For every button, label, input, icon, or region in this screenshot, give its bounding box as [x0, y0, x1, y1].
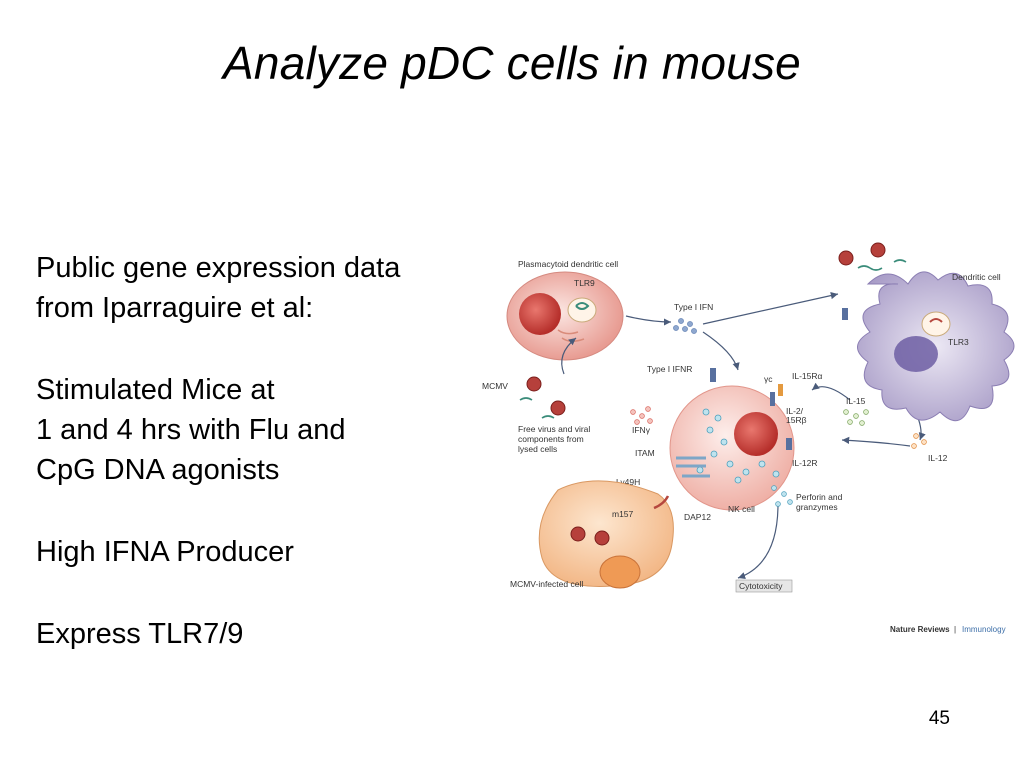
ifng-particles	[630, 406, 653, 425]
label-dendritic-cell: Dendritic cell	[952, 272, 1001, 282]
tlr9-receptor	[575, 302, 590, 310]
body-text: Public gene expression data from Iparrag…	[36, 248, 486, 654]
body-line: Public gene expression data	[36, 252, 401, 284]
label-type1-ifnr: Type I IFNR	[647, 364, 692, 374]
diagram-svg: Plasmacytoid dendritic cell TLR9 Type I …	[482, 242, 1015, 634]
nk-cell-diagram: Plasmacytoid dendritic cell TLR9 Type I …	[478, 232, 1024, 642]
label-type1-ifn: Type I IFN	[674, 302, 713, 312]
credit-journal: Immunology	[962, 625, 1006, 634]
label-mcmv-infected: MCMV-infected cell	[510, 579, 583, 589]
label-perforin-1: Perforin and	[796, 492, 843, 502]
pdc-cell	[506, 271, 624, 361]
pdc-nucleus	[519, 293, 561, 335]
mcmv-infected-cell	[538, 480, 674, 589]
il15-particles	[843, 409, 869, 426]
label-tlr9: TLR9	[574, 278, 595, 288]
dc-endosome	[921, 311, 951, 337]
il12r-receptor	[786, 438, 792, 450]
nk-cell	[669, 368, 795, 511]
label-nk-cell: NK cell	[728, 504, 755, 514]
credit-brand: Nature Reviews	[890, 625, 950, 634]
il2-15rb-receptor	[770, 392, 775, 406]
page-number: 45	[928, 708, 950, 729]
dap12-adaptor	[676, 456, 710, 478]
label-mcmv: MCMV	[482, 381, 508, 391]
label-free-virus-2: components from	[518, 434, 584, 444]
virus-particles-top	[838, 242, 907, 271]
label-gamma-c: γc	[764, 374, 773, 384]
m157-ligand	[653, 495, 670, 510]
body-line: High IFNA Producer	[36, 536, 294, 568]
label-m157: m157	[612, 509, 634, 519]
label-il15: IL-15	[846, 396, 866, 406]
tlr3-receptor	[929, 318, 943, 323]
label-il2-15rb-2: 15Rβ	[786, 415, 807, 425]
il15ra-receptor	[778, 384, 783, 396]
label-itam: ITAM	[635, 448, 655, 458]
slide-title: Analyze pDC cells in mouse	[223, 37, 801, 89]
body-line: CpG DNA agonists	[36, 454, 280, 486]
label-il15ra: IL-15Rα	[792, 371, 823, 381]
label-ly49h: Ly49H	[616, 477, 640, 487]
body-line: Express TLR7/9	[36, 618, 244, 650]
label-free-virus-1: Free virus and viral	[518, 424, 590, 434]
label-pdc: Plasmacytoid dendritic cell	[518, 259, 618, 269]
label-tlr3: TLR3	[948, 337, 969, 347]
label-cytotoxicity: Cytotoxicity	[739, 581, 783, 591]
paragraph-gap	[36, 572, 486, 614]
type1-ifnr-nk	[710, 368, 716, 382]
body-line: from Iparraguire et al:	[36, 292, 314, 324]
paragraph-gap	[36, 490, 486, 532]
label-ifng: IFNγ	[632, 425, 651, 435]
type1-ifn-particles	[673, 318, 697, 334]
virus-particles-mcmv	[519, 376, 566, 419]
label-il12: IL-12	[928, 453, 948, 463]
label-free-virus-3: lysed cells	[518, 444, 557, 454]
label-dap12: DAP12	[684, 512, 711, 522]
paragraph-gap	[36, 328, 486, 370]
dc-nucleus	[894, 336, 938, 372]
label-perforin-2: granzymes	[796, 502, 838, 512]
nk-granules	[696, 408, 780, 484]
nk-nucleus	[734, 412, 778, 456]
label-il2-15rb-1: IL-2/	[786, 406, 804, 416]
credit-separator: |	[954, 625, 956, 634]
perforin-particles	[771, 485, 793, 507]
type1-ifnr-dc	[842, 308, 848, 320]
body-line: 1 and 4 hrs with Flu and	[36, 414, 346, 446]
cytotoxicity-box	[735, 579, 793, 593]
body-line: Stimulated Mice at	[36, 374, 275, 406]
label-il12r: IL-12R	[792, 458, 818, 468]
infected-nucleus	[599, 555, 641, 589]
dendritic-cell	[842, 271, 1015, 422]
il12-particles	[911, 433, 927, 449]
